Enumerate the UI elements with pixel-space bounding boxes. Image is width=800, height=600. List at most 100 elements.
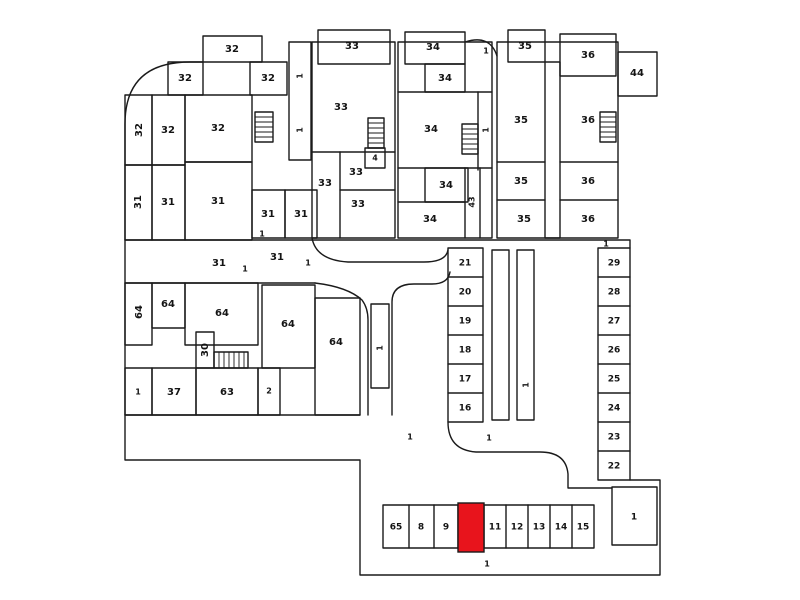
stairs-34-treads (462, 128, 478, 150)
room-32-top (202, 35, 263, 63)
label-corridor-1-strip-a: 1 (296, 73, 305, 79)
corridor-sweep-lower-wall (314, 282, 369, 416)
label-room-4: 4 (372, 154, 378, 163)
room-32-upper-b (249, 61, 288, 96)
highlighted-unit[interactable] (457, 502, 485, 553)
label-corridor-1-strip-storage: 1 (522, 382, 531, 388)
label-room-32-upper-b: 32 (261, 73, 275, 84)
label-unit-65: 65 (390, 523, 403, 533)
label-corridor-1-34-strip: 1 (482, 127, 491, 133)
label-corridor-1-small: 1 (259, 230, 265, 239)
bottom-units-outline (382, 504, 595, 549)
label-room-32-upper-a: 32 (178, 73, 192, 84)
label-room-32-top: 32 (225, 44, 239, 55)
label-room-64-a: 64 (161, 299, 175, 310)
room-33-top (317, 29, 391, 65)
label-room-35-main: 35 (514, 115, 528, 126)
label-room-36-lower: 36 (581, 214, 595, 225)
label-unit-25: 25 (608, 375, 621, 385)
label-corridor-1-vertical: 1 (376, 345, 385, 351)
room-2 (257, 367, 281, 416)
label-corridor-1-band-b: 1 (305, 259, 311, 268)
label-room-31-main: 31 (211, 196, 225, 207)
label-room-1-small: 1 (135, 388, 141, 397)
label-room-64-left-strip: 64 (134, 305, 145, 319)
label-unit-13: 13 (533, 523, 546, 533)
label-room-64-b: 64 (281, 319, 295, 330)
label-unit-24: 24 (608, 404, 621, 414)
label-corridor-1-top-arc: 1 (483, 47, 489, 56)
label-room-33-main: 33 (334, 102, 348, 113)
corridor-strip-35-36 (544, 61, 561, 239)
label-room-31-corridor-b: 31 (212, 258, 226, 269)
room-32-upper-a (167, 61, 204, 96)
label-unit-12: 12 (511, 523, 524, 533)
label-unit-18: 18 (459, 346, 472, 356)
label-room-32-main: 32 (211, 123, 225, 134)
label-unit-17: 17 (459, 375, 472, 385)
corridor-storage-bottom-wall (447, 421, 613, 489)
label-unit-21: 21 (459, 259, 472, 269)
room-31-small-b (284, 189, 318, 239)
label-unit-27: 27 (608, 317, 621, 327)
label-room-34-main: 34 (424, 124, 438, 135)
corridor-sweep-upper-wall (311, 237, 449, 263)
label-unit-26: 26 (608, 346, 621, 356)
label-room-32-second: 32 (161, 125, 175, 136)
label-room-36-main: 36 (581, 115, 595, 126)
stairs-36-treads (600, 116, 616, 138)
label-room-43: 43 (468, 196, 477, 207)
label-corridor-1-band-a: 1 (242, 265, 248, 274)
label-room-44: 44 (630, 68, 644, 79)
label-unit-8: 8 (418, 523, 424, 533)
label-room-34-top: 34 (426, 42, 440, 53)
label-room-37: 37 (167, 387, 181, 398)
building-34-outline (397, 41, 493, 239)
label-unit-29: 29 (608, 259, 621, 269)
label-unit-28: 28 (608, 288, 621, 298)
label-room-34-lower: 34 (423, 214, 437, 225)
label-unit-22: 22 (608, 462, 621, 472)
label-room-64-c: 64 (329, 337, 343, 348)
room-4 (364, 147, 386, 169)
room-64-c (314, 297, 361, 416)
label-room-64-main: 64 (215, 308, 229, 319)
room-35-top (507, 29, 546, 63)
label-corridor-1-above-29: 1 (603, 240, 609, 249)
label-corridor-1-bottom: 1 (484, 560, 490, 569)
corridor-strip-a (491, 249, 510, 421)
label-room-33-lower-right: 33 (351, 199, 365, 210)
label-unit-19: 19 (459, 317, 472, 327)
corridor-strip-b (516, 249, 535, 421)
stairs-33-treads (368, 122, 384, 144)
label-room-31-second: 31 (161, 197, 175, 208)
storage-right-dividers (597, 276, 631, 452)
label-room-63: 63 (220, 387, 234, 398)
label-unit-15: 15 (577, 523, 590, 533)
label-room-33-lower-mid: 33 (349, 167, 363, 178)
label-unit-11: 11 (489, 523, 502, 533)
room-36-top (559, 33, 617, 77)
storage-left-dividers (447, 276, 484, 394)
label-corridor-1-strip-b: 1 (296, 127, 305, 133)
label-room-33-lower-left: 33 (318, 178, 332, 189)
corridor-strip-left-cluster (288, 41, 312, 161)
label-room-35-top: 35 (518, 41, 532, 52)
room-44 (617, 51, 658, 97)
label-room-34-small-a: 34 (438, 73, 452, 84)
corridor-vertical-right-wall (391, 271, 451, 416)
room-64-main (184, 282, 259, 346)
label-room-35-mid: 35 (514, 176, 528, 187)
label-room-32-left-strip: 32 (134, 123, 145, 137)
label-unit-9: 9 (443, 523, 449, 533)
label-unit-16: 16 (459, 404, 472, 414)
label-corridor-1-open-area: 1 (407, 433, 413, 442)
label-corridor-1-between-columns: 1 (486, 434, 492, 443)
label-room-36-top: 36 (581, 50, 595, 61)
label-room-35-lower: 35 (517, 214, 531, 225)
corridor-inner-detail (370, 303, 390, 389)
label-unit-1-large: 1 (631, 513, 637, 523)
label-room-36-mid: 36 (581, 176, 595, 187)
label-room-31-small-b: 31 (294, 209, 308, 220)
